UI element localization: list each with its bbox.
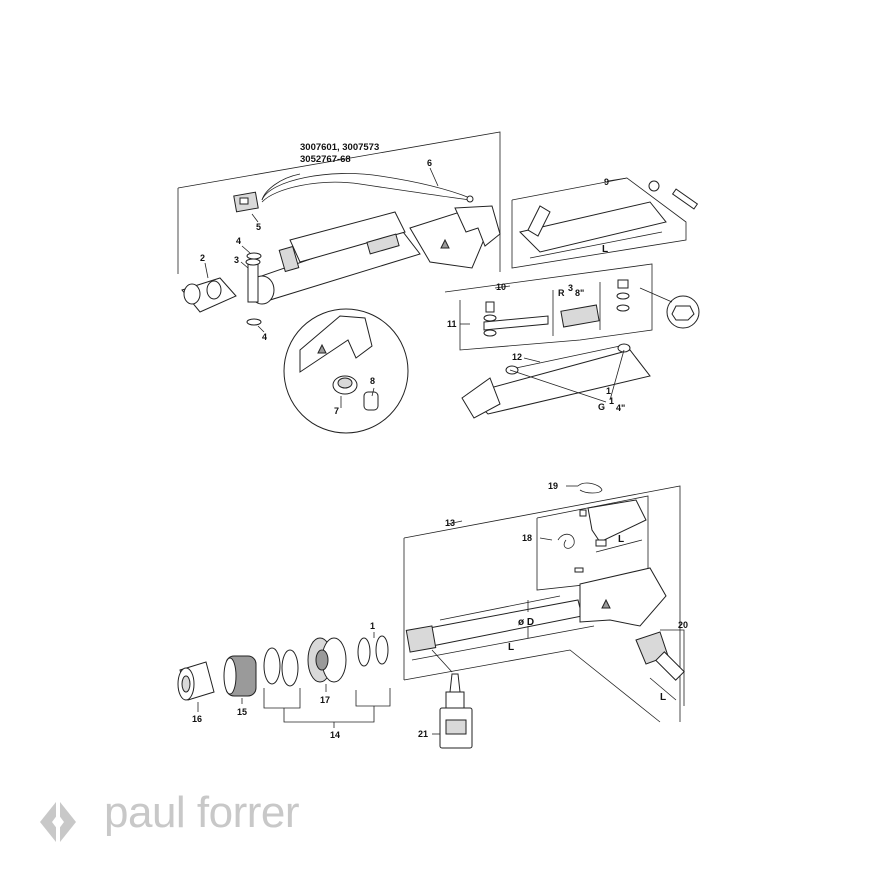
nut-part-16: [177, 661, 215, 701]
callout-9: 9: [604, 177, 609, 187]
detail-circle: [283, 308, 409, 434]
dim-l-13: L: [508, 642, 514, 653]
dim-g-num: 1: [609, 396, 614, 406]
swivel-part-2: [181, 277, 237, 313]
dim-g-prefix: G: [598, 402, 605, 412]
callout-1-seal: 1: [370, 621, 375, 631]
brand-logo: paul forrer: [34, 788, 324, 846]
bearing-part-15: [223, 655, 257, 697]
callout-10: 10: [496, 282, 506, 292]
o-ring-part-14-b: [281, 649, 299, 687]
header-line-1: 3007601, 3007573: [300, 142, 379, 153]
callout-16: 16: [192, 714, 202, 724]
dim-diameter-d: ø D: [518, 617, 534, 628]
kit-box-9: 9 L: [511, 177, 699, 269]
callout-6: 6: [427, 158, 432, 168]
callout-18: 18: [522, 533, 532, 543]
dim-r-prefix: R: [558, 288, 565, 298]
callout-4-bottom: 4: [262, 332, 267, 342]
callout-15: 15: [237, 707, 247, 717]
o-ring-part-14-a: [263, 647, 281, 685]
dim-g-den: 4": [616, 403, 625, 413]
callout-11: 11: [447, 319, 457, 329]
brand-logo-text: paul forrer: [104, 788, 300, 837]
callout-12: 12: [512, 352, 522, 362]
dim-r-num: 3: [568, 283, 573, 293]
dim-l-9: L: [602, 244, 608, 255]
top-assembly: 3007601, 3007573 3052767-68 6 5: [177, 131, 501, 434]
callout-8: 8: [370, 376, 375, 386]
callout-1: 1: [606, 386, 611, 396]
callout-20: 20: [678, 620, 688, 630]
callout-7: 7: [334, 406, 339, 416]
callout-2: 2: [200, 253, 205, 263]
dim-l-18: L: [618, 534, 624, 545]
bushing-part-17: [307, 637, 347, 683]
callout-14: 14: [330, 730, 340, 740]
pin-part-3: [245, 258, 261, 303]
seal-part-14-a: [357, 637, 371, 667]
kit-box-10: 10 11 R 3 8": [444, 263, 700, 351]
nut-icon: [648, 180, 660, 192]
paul-forrer-logo-icon: [40, 802, 76, 842]
header-line-2: 3052767-68: [300, 154, 351, 165]
dim-l-20: L: [660, 692, 666, 703]
callout-13: 13: [445, 518, 455, 528]
bottom-assembly: 19 13 18 L ø D L L 20: [177, 481, 688, 749]
hydraulic-cylinder: [249, 205, 501, 305]
dim-r-den: 8": [575, 288, 584, 298]
clip-part-5: [233, 191, 259, 213]
seal-part-14-b: [375, 635, 389, 665]
callout-3: 3: [234, 255, 239, 265]
callout-21: 21: [418, 729, 428, 739]
callout-5: 5: [256, 222, 261, 232]
callout-19: 19: [548, 481, 558, 491]
callout-17: 17: [320, 695, 330, 705]
clip-part-19: [577, 482, 603, 494]
sealant-bottle-part-21: [439, 673, 473, 749]
cylinder-part-12: [461, 343, 651, 419]
washer-part-4-bottom: [246, 318, 262, 326]
washer-part-4-top: [246, 252, 262, 260]
callout-4-top: 4: [236, 236, 241, 246]
cable-part-6: [261, 173, 474, 203]
